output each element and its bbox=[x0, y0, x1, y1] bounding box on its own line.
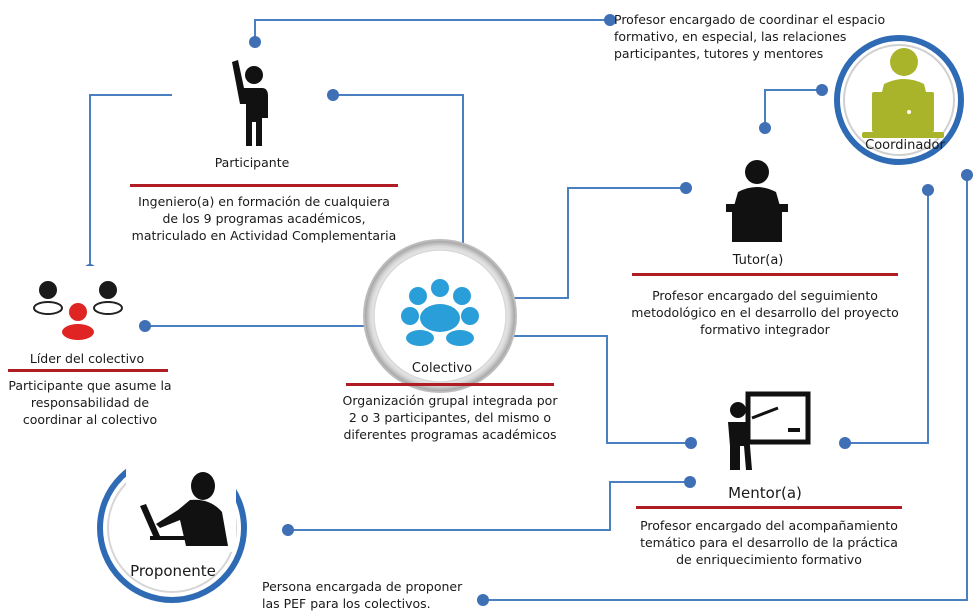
dot bbox=[139, 320, 151, 332]
connector-tutor-coordinador bbox=[764, 89, 822, 128]
proponente-description: Persona encargada de proponer las PEF pa… bbox=[262, 579, 463, 611]
colectivo-description: Organización grupal integrada por 2 o 3 … bbox=[342, 393, 558, 442]
participante-description: Ingeniero(a) en formación de cualquiera … bbox=[131, 194, 397, 243]
dot bbox=[685, 437, 697, 449]
participante-label: Participante bbox=[214, 155, 290, 170]
dot bbox=[922, 184, 934, 196]
lider-description: Participante que asume la responsabilida… bbox=[8, 378, 172, 427]
dot bbox=[961, 169, 973, 181]
proponente-icon bbox=[140, 472, 228, 546]
colectivo-label: Colectivo bbox=[411, 361, 473, 376]
tutor-icon bbox=[716, 152, 800, 244]
dot bbox=[282, 524, 294, 536]
connector-participante-coordinador bbox=[254, 19, 610, 42]
proponente-label: Proponente bbox=[130, 562, 216, 580]
connector-lider-participante bbox=[89, 94, 172, 270]
colectivo-icon bbox=[401, 279, 479, 346]
dot bbox=[839, 437, 851, 449]
dot bbox=[327, 89, 339, 101]
dot bbox=[477, 594, 489, 606]
coordinador-description: Profesor encargado de coordinar el espac… bbox=[614, 12, 886, 61]
connector-proponente-coordinador bbox=[483, 175, 968, 601]
connector-mentor-coordinador bbox=[845, 190, 929, 444]
connector-participante-colectivo bbox=[333, 94, 464, 268]
connector-colectivo-mentor bbox=[505, 335, 691, 444]
colectivo-node bbox=[363, 239, 517, 393]
connector-colectivo-tutor bbox=[505, 187, 686, 299]
proponente-node bbox=[97, 442, 247, 603]
dot bbox=[684, 476, 696, 488]
coordinador-label: Coordinador bbox=[865, 138, 945, 153]
dot bbox=[816, 84, 828, 96]
mentor-description: Profesor encargado del acompañamiento te… bbox=[640, 518, 898, 567]
lider-label: Líder del colectivo bbox=[29, 351, 145, 366]
lider-icon bbox=[28, 266, 138, 342]
tutor-description: Profesor encargado del seguimiento metod… bbox=[631, 288, 899, 337]
colectivo-rule bbox=[346, 383, 554, 386]
mentor-rule bbox=[636, 506, 902, 509]
lider-rule bbox=[8, 369, 168, 372]
dot bbox=[759, 122, 771, 134]
dot bbox=[249, 36, 261, 48]
coordinador-node bbox=[834, 35, 964, 165]
dot bbox=[680, 182, 692, 194]
participante-rule bbox=[130, 184, 398, 187]
mentor-icon bbox=[716, 390, 812, 476]
connectors bbox=[89, 19, 968, 601]
dot bbox=[604, 14, 616, 26]
coordinador-icon bbox=[862, 48, 944, 138]
participante-icon bbox=[216, 60, 288, 152]
mentor-label: Mentor(a) bbox=[728, 484, 802, 502]
connector-proponente-mentor bbox=[288, 481, 690, 531]
tutor-rule bbox=[632, 273, 898, 276]
tutor-label: Tutor(a) bbox=[732, 253, 784, 268]
